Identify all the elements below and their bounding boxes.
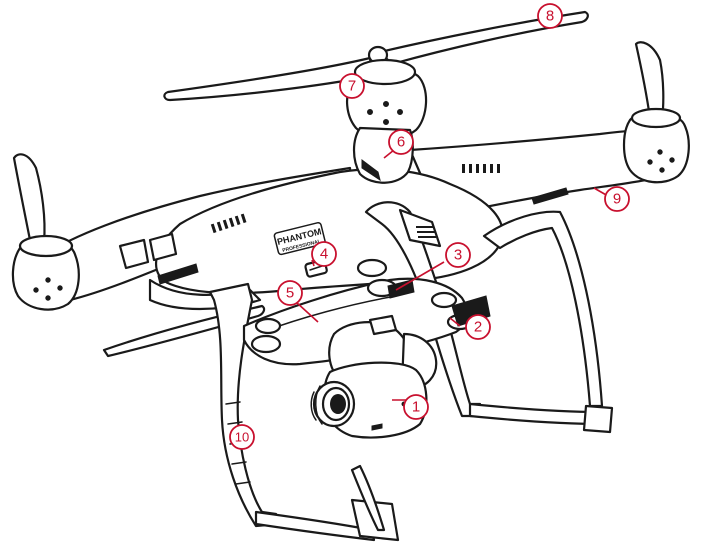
- body-vents-right: [462, 164, 500, 173]
- callout-1: 1: [403, 394, 429, 420]
- body-underside-details: [118, 232, 178, 270]
- callout-6-label: 6: [397, 134, 405, 151]
- callout-3: 3: [445, 242, 471, 268]
- landing-gear-left: [208, 282, 400, 542]
- brand-badge: PHANTOM PROFESSIONAL: [273, 221, 326, 256]
- motor-front-left: [11, 234, 80, 311]
- callout-10: 10: [229, 424, 255, 450]
- arm-vents-right: [531, 187, 569, 205]
- body-vents-left: [210, 213, 247, 234]
- callout-7: 7: [339, 73, 365, 99]
- callout-7-label: 7: [348, 78, 356, 95]
- motor-rear-right: [622, 107, 690, 184]
- callout-6: 6: [388, 129, 414, 155]
- gimbal-assembly: [242, 258, 491, 439]
- callout-4: 4: [311, 241, 337, 267]
- leader-2: [449, 317, 461, 327]
- callout-4-label: 4: [320, 246, 328, 263]
- arm-vents-left: [157, 263, 199, 285]
- callout-8-label: 8: [546, 8, 554, 25]
- callout-3-label: 3: [454, 247, 462, 264]
- callout-2: 2: [465, 314, 491, 340]
- callout-leaders: [295, 149, 609, 401]
- callout-2-label: 2: [474, 319, 482, 336]
- leader-5: [295, 301, 319, 323]
- callout-10-label: 10: [235, 430, 249, 445]
- callout-5: 5: [277, 280, 303, 306]
- callout-9-label: 9: [613, 191, 621, 208]
- callout-9: 9: [604, 186, 630, 212]
- landing-gear-right: [364, 201, 614, 434]
- callout-1-label: 1: [412, 399, 420, 416]
- gear-vents: [416, 226, 436, 238]
- callout-8: 8: [537, 3, 563, 29]
- callout-5-label: 5: [286, 285, 294, 302]
- leader-3: [395, 261, 445, 291]
- propeller-front-left: [12, 153, 46, 244]
- leader-4: [311, 259, 315, 267]
- propeller-front-right: [163, 10, 589, 102]
